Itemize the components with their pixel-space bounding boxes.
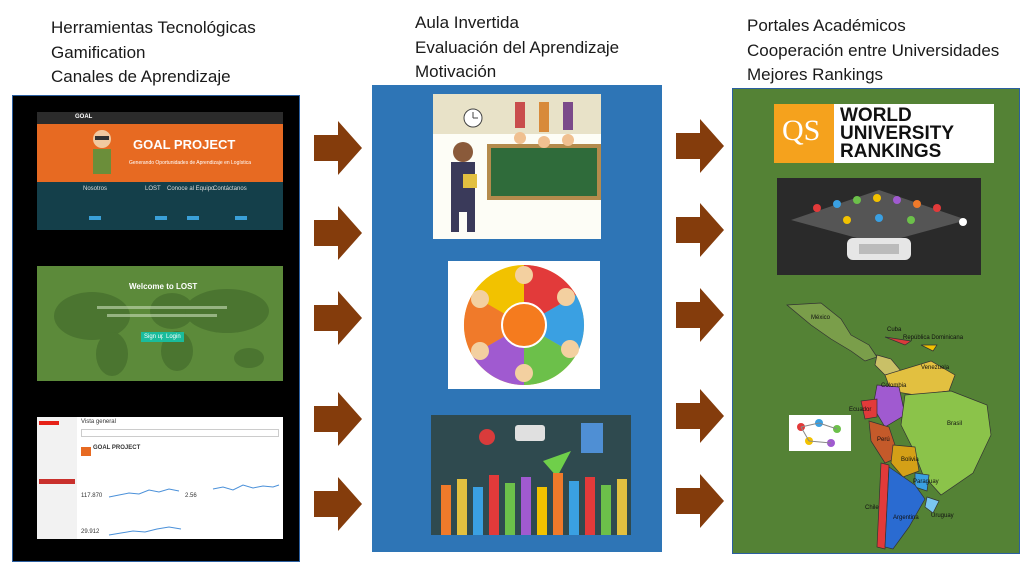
flipped-classroom-illustration bbox=[433, 94, 601, 239]
graduation-cap-icons-collage bbox=[777, 178, 981, 275]
goal-col-equipo: Conoce al Equipo bbox=[167, 186, 215, 192]
arrow-right-icon bbox=[314, 477, 362, 531]
map-label-uruguay: Uruguay bbox=[931, 513, 954, 519]
map-label-chile: Chile bbox=[865, 505, 879, 511]
map-label-paraguay: Paraguay bbox=[913, 479, 939, 485]
raised-hands-motivation-illustration bbox=[431, 415, 631, 535]
goal-col-contacto: Contáctanos bbox=[213, 186, 247, 192]
goal-col-nosotros: Nosotros bbox=[83, 186, 108, 192]
heading-line: Motivación bbox=[415, 62, 497, 81]
heading-line: Aula Invertida bbox=[415, 13, 519, 32]
analytics-header: Vista general bbox=[81, 419, 116, 425]
arrow-right-icon bbox=[676, 474, 724, 528]
goal-project-screenshot: GOAL GOAL PROJECT Generando Oportunidade… bbox=[37, 112, 283, 230]
heading-tools: Herramientas Tecnológicas Gamification C… bbox=[51, 16, 256, 90]
heading-line: Gamification bbox=[51, 42, 146, 62]
arrow-right-icon bbox=[314, 392, 362, 446]
analytics-metric-avg: 2.56 bbox=[185, 493, 197, 499]
map-label-venezuela: Venezuela bbox=[921, 365, 950, 371]
goal-project-subtitle: Generando Oportunidades de Aprendizaje e… bbox=[129, 160, 252, 166]
evaluation-children-circle-illustration bbox=[448, 261, 600, 389]
goal-nav-logo: GOAL bbox=[75, 114, 93, 120]
world-map-icon bbox=[54, 289, 269, 376]
analytics-metric-subs: 29.912 bbox=[81, 529, 100, 535]
map-label-brazil: Brasil bbox=[947, 421, 963, 427]
map-label-argentina: Argentina bbox=[893, 515, 919, 521]
goal-col-lost: LOST bbox=[145, 186, 161, 192]
heading-line: Cooperación entre Universidades bbox=[747, 40, 1000, 60]
heading-line: Herramientas Tecnológicas bbox=[51, 18, 256, 37]
youtube-analytics-screenshot: Vista general GOAL PROJECT 117.870 2.56 … bbox=[37, 417, 283, 539]
lost-signup-button[interactable]: Sign up bbox=[141, 332, 168, 342]
heading-line: Mejores Rankings bbox=[747, 65, 884, 84]
heading-pedagogy: Aula Invertida Evaluación del Aprendizaj… bbox=[415, 11, 619, 85]
map-label-bolivia: Bolivia bbox=[901, 457, 919, 463]
arrow-right-icon bbox=[314, 121, 362, 175]
qs-word-rankings: RANKINGS bbox=[840, 141, 942, 162]
qs-logo-letters: QS bbox=[782, 114, 821, 147]
qs-rankings-logo: QS WORLD UNIVERSITY RANKINGS bbox=[774, 104, 994, 163]
arrow-right-icon bbox=[314, 206, 362, 260]
arrow-right-icon bbox=[676, 288, 724, 342]
lost-welcome-title: Welcome to LOST bbox=[129, 282, 198, 291]
qs-word-world: WORLD bbox=[840, 105, 912, 126]
map-label-peru: Perú bbox=[877, 437, 890, 443]
latin-america-map: México Cuba República Dominicana Venezue… bbox=[781, 295, 1019, 551]
goal-project-title: GOAL PROJECT bbox=[133, 137, 236, 152]
map-label-mexico: México bbox=[811, 315, 831, 321]
heading-line: Portales Académicos bbox=[747, 16, 906, 35]
lost-screenshot: Welcome to LOST Sign up Login bbox=[37, 266, 283, 381]
tools-panel: GOAL GOAL PROJECT Generando Oportunidade… bbox=[12, 95, 300, 562]
qs-word-university: UNIVERSITY bbox=[840, 123, 955, 144]
arrow-right-icon bbox=[676, 389, 724, 443]
analytics-metric-views: 117.870 bbox=[81, 493, 103, 499]
pedagogy-panel bbox=[372, 85, 662, 552]
heading-line: Canales de Aprendizaje bbox=[51, 67, 231, 86]
map-label-ecuador: Ecuador bbox=[849, 407, 872, 413]
arrow-right-icon bbox=[676, 203, 724, 257]
map-label-cuba: Cuba bbox=[887, 327, 902, 333]
arrow-right-icon bbox=[314, 291, 362, 345]
network-people-icon bbox=[789, 415, 851, 451]
map-label-dominican-republic: República Dominicana bbox=[903, 335, 964, 341]
teacher-cartoon-icon bbox=[93, 130, 111, 174]
heading-portals: Portales Académicos Cooperación entre Un… bbox=[747, 14, 999, 88]
portals-panel: QS WORLD UNIVERSITY RANKINGS bbox=[732, 88, 1020, 554]
analytics-channel: GOAL PROJECT bbox=[93, 445, 141, 451]
lost-login-button[interactable]: Login bbox=[163, 332, 184, 342]
analytics-line-graph bbox=[108, 484, 280, 536]
heading-line: Evaluación del Aprendizaje bbox=[415, 37, 620, 57]
arrow-right-icon bbox=[676, 119, 724, 173]
map-label-colombia: Colombia bbox=[881, 383, 907, 389]
